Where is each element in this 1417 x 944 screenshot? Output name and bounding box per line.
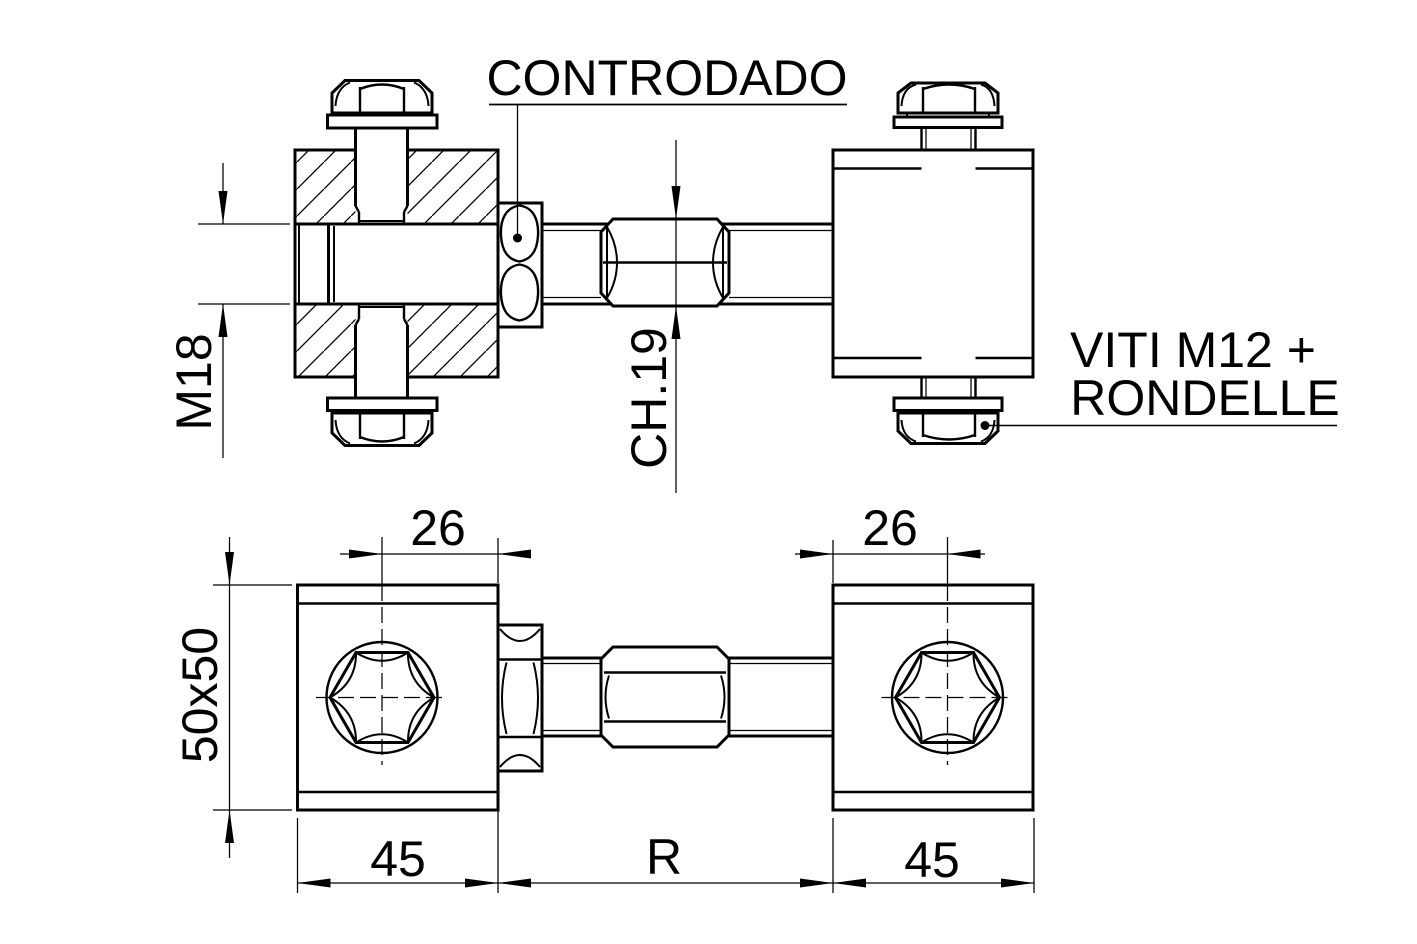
leader-dot — [513, 233, 522, 243]
right-bolt-assembly — [892, 81, 1004, 445]
dim-offset-right: 26 — [795, 500, 985, 583]
washer — [326, 113, 439, 130]
bolt-head — [896, 81, 1000, 115]
locknut-bottom — [496, 623, 544, 773]
dim-text-45-right: 45 — [904, 832, 960, 888]
dim-bottom-chain: 45 R 45 — [296, 775, 1035, 893]
dimensions: M18 CH.19 26 26 — [166, 140, 1035, 893]
bolt-head-end-view-right — [881, 537, 1014, 765]
bolt-nut — [330, 411, 434, 447]
bolt-head-end-view-left — [316, 537, 448, 765]
title-text: CONTRODADO — [486, 50, 847, 106]
leader-dot — [980, 421, 990, 430]
hex-coupler-top — [599, 217, 731, 308]
dim-text-50x50: 50x50 — [172, 627, 228, 763]
bolt-bore — [355, 150, 408, 377]
bolt-note-callout: VITI M12 + RONDELLE — [980, 322, 1340, 430]
gate-tube-top — [831, 148, 1035, 379]
note-line1: VITI M12 + — [1070, 322, 1316, 378]
dim-text-ch19: CH.19 — [621, 327, 677, 469]
washer — [892, 396, 1004, 412]
locknut-top — [496, 201, 544, 329]
threaded-rod-bottom — [542, 656, 833, 738]
hinge-body-section — [293, 148, 500, 379]
dim-offset-left: 26 — [340, 500, 531, 583]
locknut-callout: CONTRODADO — [486, 50, 848, 243]
threaded-rod-top — [295, 222, 833, 306]
dim-text-26-left: 26 — [410, 500, 466, 556]
dim-tube-profile: 50x50 — [172, 537, 292, 858]
top-view — [293, 79, 1035, 447]
washer — [892, 115, 1004, 129]
dim-text-m18: M18 — [166, 333, 222, 430]
washer — [326, 396, 439, 412]
dim-rod-thread: M18 — [166, 163, 290, 458]
annotations: CONTRODADO VITI M12 + RONDELLE — [486, 50, 1340, 430]
left-bolt-assembly — [326, 79, 439, 447]
dim-text-45-left: 45 — [370, 831, 426, 887]
dim-text-r: R — [646, 829, 682, 885]
dim-coupler-wrench: CH.19 — [621, 140, 681, 493]
hex-coupler-bottom — [599, 645, 731, 749]
bottom-view — [296, 537, 1035, 812]
dim-text-26-right: 26 — [862, 500, 918, 556]
bolt-head — [330, 79, 434, 115]
note-line2: RONDELLE — [1070, 370, 1340, 426]
